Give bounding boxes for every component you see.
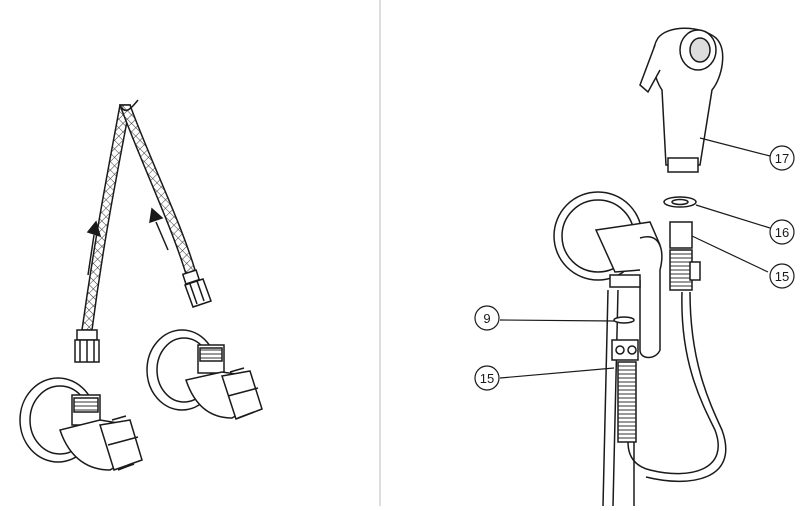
- callout-17-circle: [769, 145, 795, 171]
- leader-lines: [499, 137, 771, 379]
- arrow-up-left: [86, 220, 102, 276]
- callout-9-circle: [474, 305, 500, 331]
- left-panel: [19, 99, 263, 471]
- angle-valve-left: [19, 377, 143, 471]
- hose-nut-top: [669, 221, 701, 291]
- leader-15-left: [499, 367, 615, 379]
- arrow-up-right: [149, 207, 169, 251]
- flexible-hose-left: [74, 104, 131, 363]
- leader-16: [695, 204, 771, 229]
- callout-15-right-circle: [769, 263, 795, 289]
- callout-17: 17: [775, 151, 789, 166]
- washer-bottom: [613, 316, 635, 324]
- leader-17: [699, 137, 771, 157]
- callout-9: 9: [483, 311, 490, 326]
- right-panel: [474, 27, 795, 507]
- callout-labels: 17 16 15 9 15: [480, 151, 789, 386]
- shower-hose: [627, 291, 719, 475]
- hand-shower: [639, 27, 724, 173]
- callout-16-circle: [769, 219, 795, 245]
- callout-circles: [474, 145, 795, 391]
- leader-15-right: [691, 235, 769, 273]
- angle-valve-right: [146, 329, 263, 420]
- leader-9: [499, 319, 615, 322]
- flexible-hose-right: [118, 99, 212, 308]
- callout-15-left-circle: [474, 365, 500, 391]
- callout-15-right: 15: [775, 269, 789, 284]
- washer-top: [663, 196, 697, 208]
- hose-nut-bottom: [611, 339, 639, 443]
- callout-16: 16: [775, 225, 789, 240]
- callout-15-left: 15: [480, 371, 494, 386]
- mixer-valve: [553, 191, 663, 359]
